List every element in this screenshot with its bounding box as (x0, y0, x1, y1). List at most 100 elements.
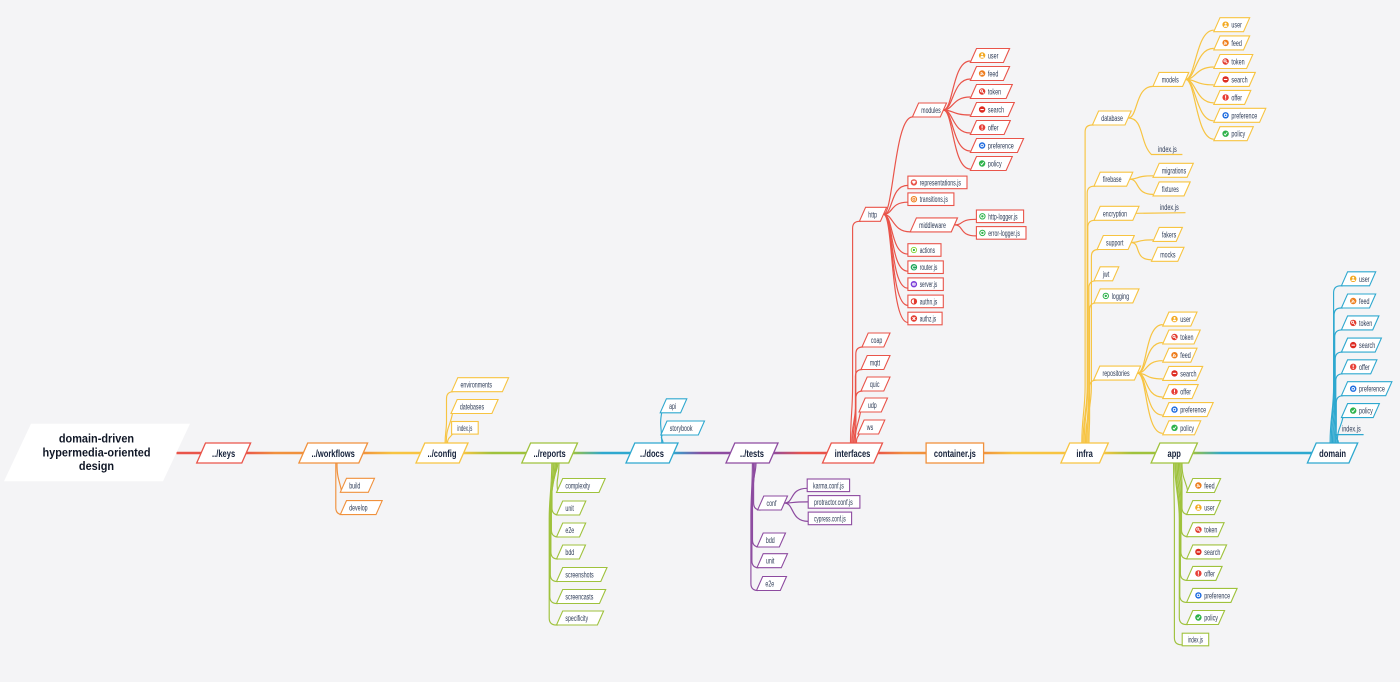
svg-text:search: search (1180, 369, 1196, 378)
svg-text:mqtt: mqtt (870, 359, 881, 368)
svg-text:models: models (1162, 75, 1179, 84)
svg-text:index.js: index.js (1158, 144, 1177, 154)
svg-text:index.js: index.js (1342, 424, 1361, 434)
svg-text:preference: preference (1359, 385, 1385, 394)
svg-text:offer: offer (988, 124, 999, 133)
svg-text:router.js: router.js (920, 263, 938, 272)
svg-text:token: token (1231, 58, 1244, 67)
svg-text:offer: offer (1359, 363, 1370, 372)
svg-text:http-logger.js: http-logger.js (988, 212, 1017, 221)
svg-text:error-logger.js: error-logger.js (988, 229, 1020, 238)
svg-text:user: user (1204, 504, 1215, 513)
svg-text:search: search (988, 106, 1004, 115)
svg-text:build: build (349, 481, 360, 490)
svg-text:karma.conf.js: karma.conf.js (813, 481, 844, 490)
svg-text:quic: quic (870, 380, 880, 389)
svg-text:specificity: specificity (565, 614, 588, 623)
svg-text:api: api (669, 402, 676, 411)
svg-text:offer: offer (1231, 93, 1242, 102)
svg-text:ws: ws (866, 423, 873, 432)
svg-text:e2e: e2e (765, 580, 774, 589)
svg-text:index.js: index.js (1160, 202, 1179, 212)
svg-text:offer: offer (1180, 388, 1191, 397)
svg-text:domain: domain (1319, 448, 1346, 460)
svg-text:representations.js: representations.js (920, 178, 961, 187)
svg-text:infra: infra (1076, 448, 1093, 460)
svg-text:feed: feed (988, 70, 999, 79)
svg-text:search: search (1204, 548, 1220, 557)
svg-text:udp: udp (868, 401, 877, 410)
svg-text:token: token (1180, 333, 1193, 342)
svg-text:feed: feed (1231, 39, 1242, 48)
svg-text:complexity: complexity (565, 482, 590, 491)
svg-text:app: app (1168, 448, 1181, 460)
svg-text:design: design (79, 459, 114, 473)
svg-text:server.js: server.js (920, 280, 938, 289)
svg-text:preference: preference (1204, 591, 1230, 600)
svg-text:protractor.conf.js: protractor.conf.js (814, 498, 853, 507)
svg-text:migrations: migrations (1162, 166, 1186, 175)
svg-text:fixtures: fixtures (1162, 185, 1179, 194)
svg-text:interfaces: interfaces (835, 448, 871, 460)
svg-text:authn.js: authn.js (920, 297, 938, 306)
svg-text:coap: coap (871, 336, 883, 345)
svg-text:jwt: jwt (1102, 270, 1109, 279)
svg-text:storybook: storybook (670, 424, 693, 433)
svg-text:e2e: e2e (565, 526, 574, 535)
svg-text:unit: unit (766, 557, 775, 566)
svg-text:repositories: repositories (1103, 369, 1130, 378)
svg-text:search: search (1359, 341, 1375, 350)
svg-text:mocks: mocks (1160, 250, 1175, 259)
svg-text:support: support (1106, 239, 1124, 248)
svg-text:user: user (1231, 21, 1242, 30)
svg-text:cypress.conf.js: cypress.conf.js (814, 514, 846, 523)
svg-text:unit: unit (565, 504, 574, 513)
svg-text:preference: preference (1231, 111, 1257, 120)
svg-text:token: token (1204, 526, 1217, 535)
svg-text:bdd: bdd (766, 536, 775, 545)
svg-text:middleware: middleware (919, 221, 946, 230)
svg-text:authz.js: authz.js (920, 315, 936, 324)
svg-text:preference: preference (1180, 406, 1206, 415)
svg-text:../docs: ../docs (640, 448, 664, 460)
svg-text:container.js: container.js (934, 448, 976, 460)
svg-text:../config: ../config (428, 448, 457, 460)
svg-text:user: user (1359, 275, 1370, 284)
svg-text:preference: preference (988, 142, 1014, 151)
svg-text:feed: feed (1359, 297, 1370, 306)
svg-text:database: database (1101, 114, 1123, 123)
svg-text:feed: feed (1180, 351, 1191, 360)
svg-text:transitions.js: transitions.js (920, 195, 948, 204)
svg-text:screencasts: screencasts (565, 593, 593, 602)
svg-text:index.js: index.js (1188, 636, 1203, 645)
svg-text:user: user (988, 52, 999, 61)
svg-text:environments: environments (461, 381, 493, 390)
svg-text:modules: modules (921, 106, 940, 115)
svg-text:hypermedia-oriented: hypermedia-oriented (43, 445, 151, 459)
svg-text:conf: conf (767, 499, 777, 508)
svg-text:offer: offer (1204, 569, 1215, 578)
svg-text:logging: logging (1112, 292, 1130, 301)
svg-text:fakers: fakers (1162, 230, 1176, 239)
svg-text:token: token (1359, 319, 1372, 328)
svg-text:datebases: datebases (460, 403, 484, 412)
svg-text:actions: actions (920, 246, 935, 255)
svg-text:bdd: bdd (565, 548, 574, 557)
svg-text:../tests: ../tests (740, 448, 764, 460)
svg-text:develop: develop (349, 504, 368, 513)
svg-text:../keys: ../keys (212, 448, 235, 460)
svg-text:policy: policy (1359, 407, 1373, 416)
svg-text:screenshots: screenshots (565, 571, 593, 580)
svg-text:token: token (988, 88, 1001, 97)
svg-text:feed: feed (1204, 482, 1215, 491)
svg-text:../reports: ../reports (533, 448, 565, 460)
svg-text:domain-driven: domain-driven (59, 432, 134, 446)
svg-text:../workflows: ../workflows (312, 448, 355, 460)
svg-text:policy: policy (1231, 130, 1245, 139)
svg-text:user: user (1180, 315, 1191, 324)
svg-text:policy: policy (1180, 424, 1194, 433)
svg-text:policy: policy (1204, 614, 1218, 623)
svg-text:http: http (868, 210, 877, 219)
svg-text:search: search (1231, 75, 1247, 84)
svg-text:firebase: firebase (1103, 175, 1122, 184)
